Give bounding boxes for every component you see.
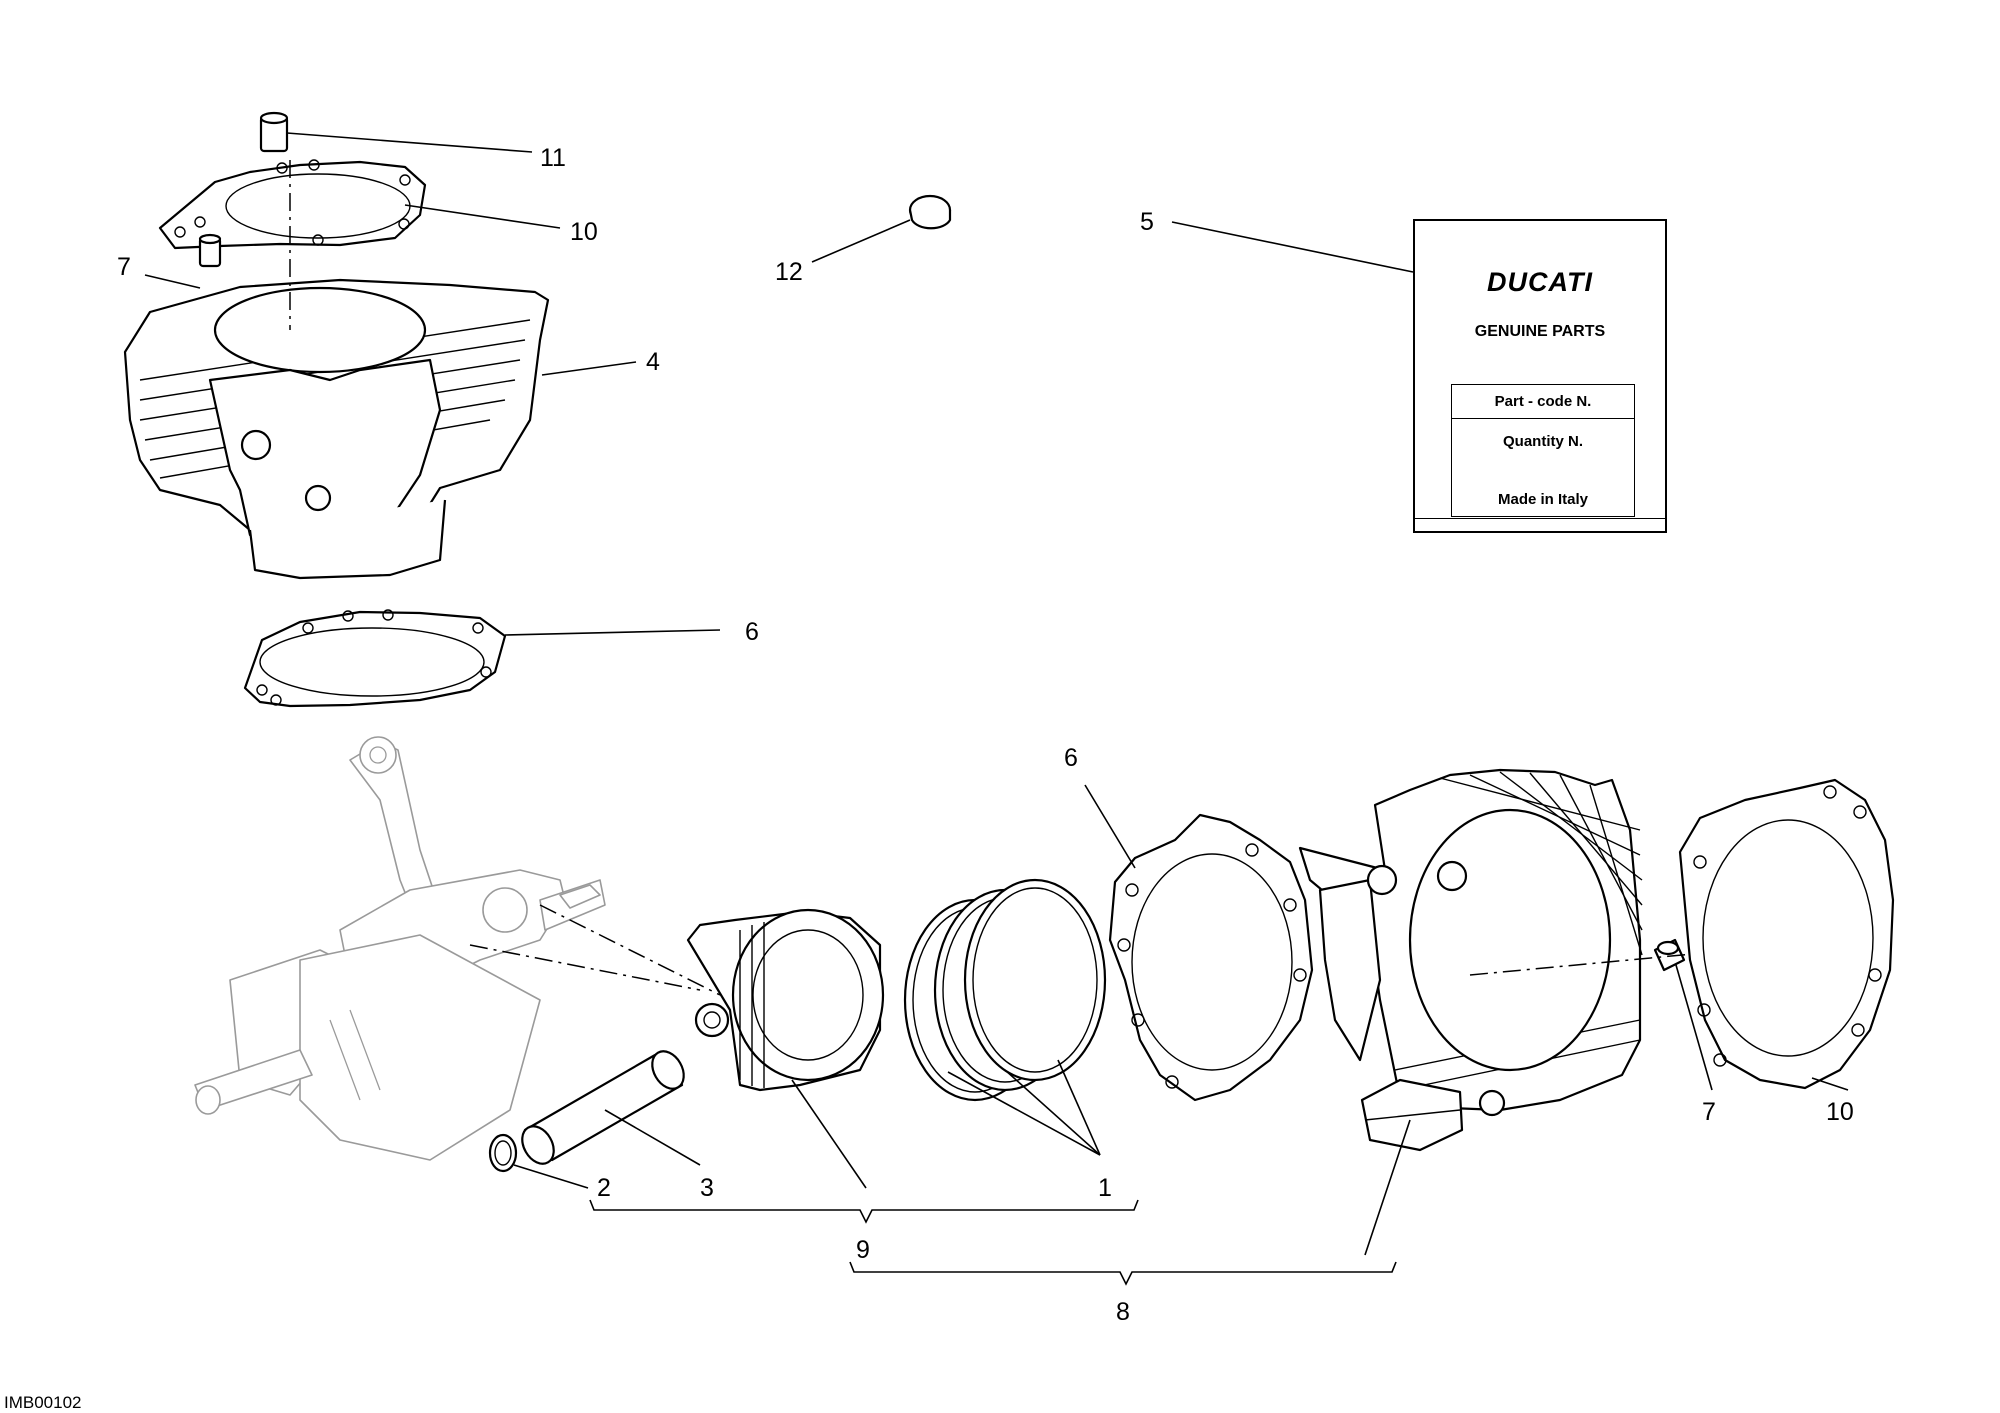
head-gasket-top [158,159,427,250]
callout-12: 12 [775,258,803,286]
callout-7-top: 7 [117,253,131,281]
cap [908,194,952,230]
callout-6-top: 6 [745,618,759,646]
base-gasket-top [243,609,507,708]
cylinder-right [1298,768,1643,1152]
callout-6-right: 6 [1064,744,1078,772]
dowel-left [198,233,222,268]
callout-11: 11 [540,144,566,172]
leader-lines [144,132,1849,1286]
label-quantity: Quantity N. [1502,433,1583,450]
reference-code: IMB00102 [4,1393,82,1412]
callout-2: 2 [597,1174,611,1202]
callout-9: 9 [856,1236,870,1264]
piston [686,908,885,1092]
callout-4: 4 [646,348,660,376]
head-gasket-right [1678,778,1895,1090]
label-subtitle: GENUINE PARTS [1474,323,1606,340]
label-footer-line [1415,518,1665,519]
dowel-top [259,111,289,153]
circlip [488,1133,518,1173]
piston-rings [903,878,1107,1102]
cylinder-top [123,278,550,580]
crankshaft [194,736,606,1161]
piston-pin [521,1050,685,1165]
callout-3: 3 [700,1174,714,1202]
label-origin: Made in Italy [1497,491,1589,508]
label-info-box: Part - code N. Quantity N. Made in Italy [1451,384,1635,517]
dowel-right [1653,938,1686,972]
label-part-code: Part - code N. [1452,385,1634,419]
callout-8: 8 [1116,1298,1130,1326]
callout-1: 1 [1098,1174,1112,1202]
brand-logo-text: DUCATI [1487,267,1593,297]
callout-10-right: 10 [1826,1098,1854,1126]
base-gasket-right [1108,813,1314,1102]
callout-5: 5 [1140,208,1154,236]
genuine-parts-label: DUCATI GENUINE PARTS Part - code N. Quan… [1413,219,1667,533]
callout-7-right: 7 [1702,1098,1716,1126]
callout-10-top: 10 [570,218,598,246]
